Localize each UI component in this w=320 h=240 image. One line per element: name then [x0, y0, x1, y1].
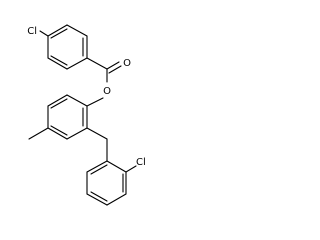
- bond: [39, 30, 49, 37]
- bond: [50, 28, 68, 39]
- chemical-structure-diagram: Cl O O Cl: [27, 24, 146, 206]
- bond: [50, 98, 68, 109]
- bond: [66, 57, 88, 70]
- bond: [106, 61, 120, 70]
- bond: [86, 97, 104, 107]
- chlorine-label-bottom: Cl: [136, 157, 146, 168]
- bond: [66, 24, 88, 37]
- bond: [90, 191, 108, 202]
- carbonyl-oxygen-label: O: [123, 58, 131, 69]
- bond: [106, 160, 127, 173]
- bond: [47, 24, 68, 37]
- bond: [125, 165, 137, 173]
- bond: [86, 160, 108, 173]
- bond: [86, 127, 108, 140]
- bond: [28, 127, 49, 140]
- ester-oxygen-label: O: [103, 86, 111, 97]
- bonds: [28, 24, 137, 206]
- bond: [66, 94, 88, 107]
- bond: [47, 57, 68, 70]
- bond: [108, 65, 122, 74]
- bond: [90, 164, 108, 175]
- bond: [47, 94, 68, 107]
- chlorine-label-top: Cl: [27, 26, 37, 37]
- bond: [86, 193, 108, 206]
- bond: [86, 57, 108, 70]
- bond: [50, 55, 68, 66]
- bond: [50, 125, 68, 136]
- bond: [66, 127, 88, 140]
- bond: [106, 193, 127, 206]
- bond: [47, 127, 68, 140]
